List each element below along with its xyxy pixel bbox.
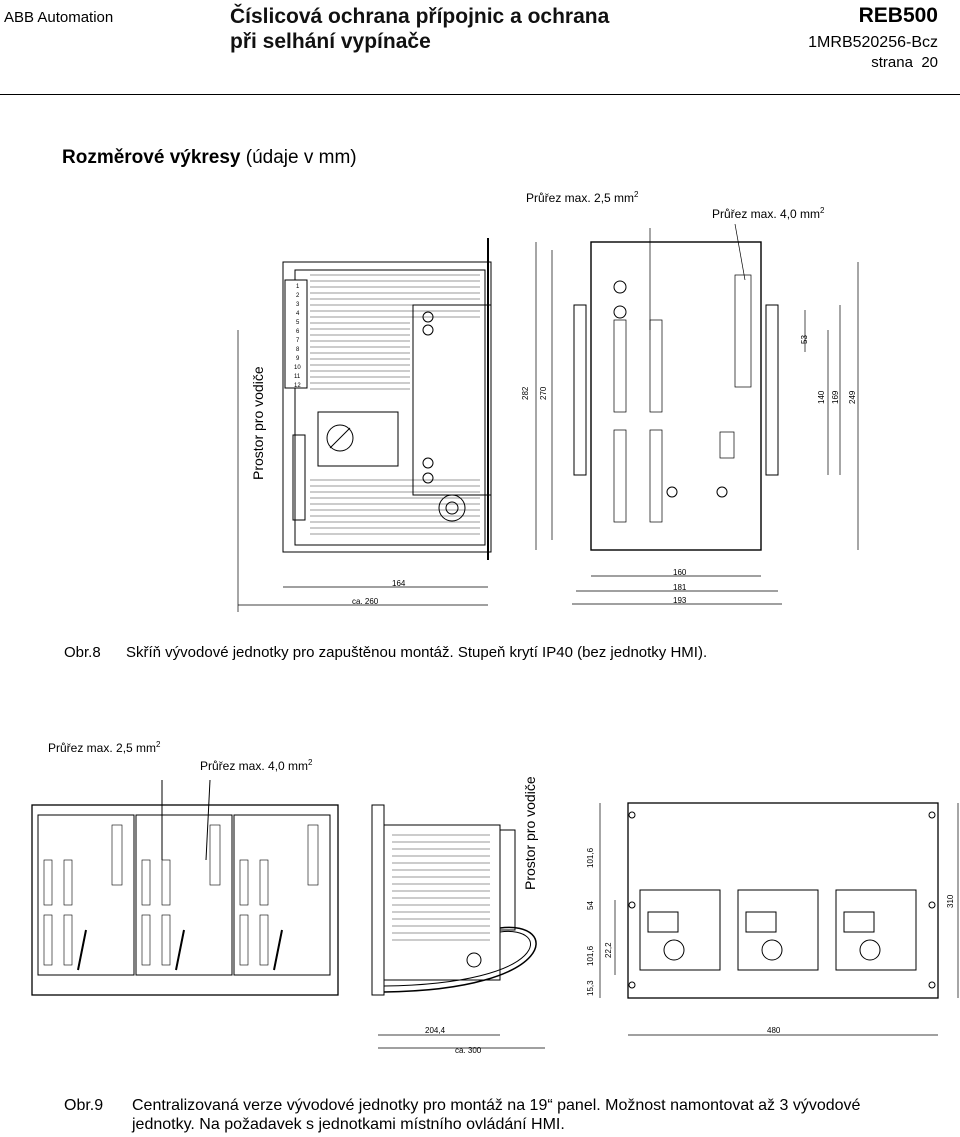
- fig8-cross-section-label-1: Průřez max. 2,5 mm2: [526, 190, 639, 205]
- svg-text:1: 1: [296, 284, 300, 290]
- fig9-caption-line-1: Centralizovaná verze vývodové jednotky p…: [132, 1097, 861, 1114]
- svg-text:6: 6: [296, 329, 300, 335]
- fig8-dim-160: 160: [673, 568, 687, 577]
- section-title-bold: Rozměrové výkresy: [62, 147, 241, 168]
- fig9-caption-number: Obr.9: [64, 1097, 104, 1114]
- fig9-dim-15-3: 15,3: [586, 980, 595, 996]
- fig9-cross-section-label-1: Průřez max. 2,5 mm2: [48, 740, 161, 755]
- company-name: ABB Automation: [4, 9, 114, 26]
- page-indicator: strana 20: [871, 54, 938, 71]
- document-title: Číslicová ochrana přípojnic a ochrana př…: [230, 4, 609, 54]
- page-number: 20: [921, 54, 938, 71]
- title-line-2: při selhání vypínače: [230, 30, 431, 53]
- fig8-caption-text: Skříň vývodové jednotky pro zapuštěnou m…: [126, 644, 708, 661]
- fig8-cross-section-label-2: Průřez max. 4,0 mm2: [712, 206, 825, 221]
- product-name: REB500: [858, 4, 938, 27]
- dimension-lines: [237, 223, 859, 612]
- fig8-caption-number: Obr.8: [64, 644, 101, 661]
- svg-text:11: 11: [294, 374, 301, 380]
- fig8-dim-181: 181: [673, 583, 687, 592]
- svg-text:4: 4: [296, 311, 300, 317]
- fig9-dim-101-6b: 101,6: [586, 945, 595, 966]
- document-id: 1MRB520256-Bcz: [808, 34, 938, 51]
- fig9-heatsink-fins: [392, 834, 490, 941]
- svg-text:2: 2: [296, 293, 300, 299]
- fig9-dim-22-2: 22,2: [604, 942, 613, 958]
- fig9-terminal-columns: [43, 824, 319, 966]
- fig9-dim-480: 480: [767, 1026, 781, 1035]
- fig9-caption-line-2: jednotky. Na požadavek s jednotkami míst…: [132, 1116, 565, 1133]
- svg-text:9: 9: [296, 356, 300, 362]
- fig8-dim-193: 193: [673, 596, 687, 605]
- svg-text:3: 3: [296, 302, 300, 308]
- fig8-dim-260: ca. 260: [352, 597, 379, 606]
- fig8-dim-164: 164: [392, 579, 406, 588]
- svg-text:7: 7: [296, 338, 300, 344]
- section-title: Rozměrové výkresy (údaje v mm): [62, 147, 357, 169]
- page-label: strana: [871, 54, 913, 71]
- svg-text:5: 5: [296, 320, 300, 326]
- svg-text:12: 12: [294, 383, 301, 389]
- heatsink-fins: [310, 274, 480, 535]
- fig9-conductor-space-label: Prostor pro vodiče: [522, 776, 538, 890]
- fig9-dim-101-6a: 101,6: [586, 847, 595, 868]
- fig9-dim-204-4: 204,4: [425, 1026, 446, 1035]
- fig9-dim-310: 310: [946, 894, 955, 908]
- svg-text:10: 10: [294, 365, 301, 371]
- fig9-dim-300: ca. 300: [455, 1046, 482, 1055]
- svg-text:8: 8: [296, 347, 300, 353]
- header-rule: [0, 94, 960, 95]
- fig9-cross-section-label-2: Průřez max. 4,0 mm2: [200, 758, 313, 773]
- title-line-1: Číslicová ochrana přípojnic a ochrana: [230, 5, 610, 28]
- section-title-rest: (údaje v mm): [240, 147, 357, 168]
- terminal-blocks: [613, 274, 752, 523]
- fig9-dim-54: 54: [586, 901, 595, 910]
- fig9-dimension-lines: [378, 803, 959, 1049]
